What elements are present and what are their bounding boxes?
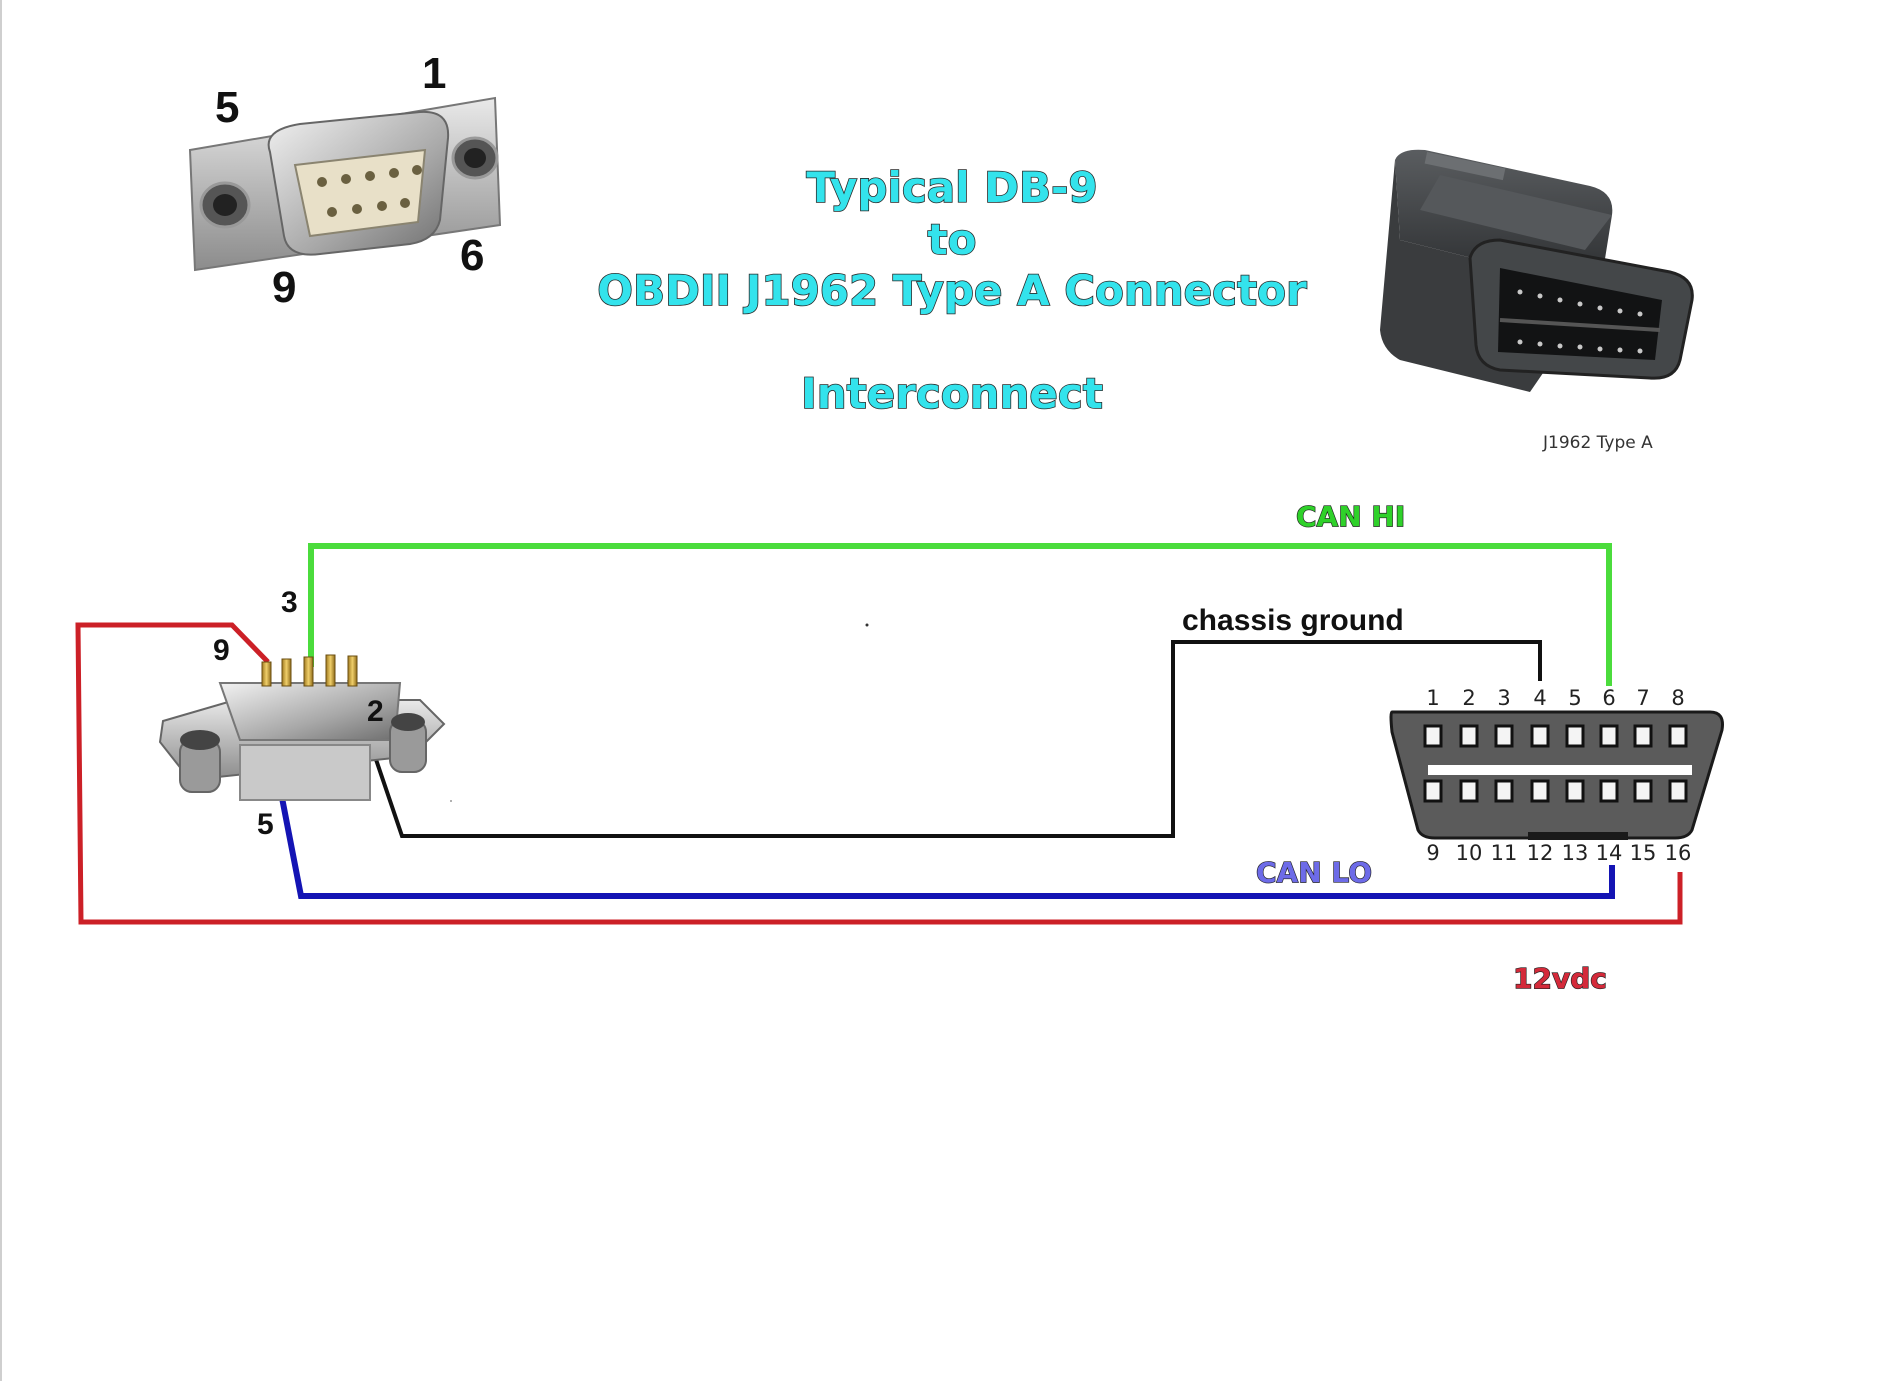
obd-bottom-pin-number: 15	[1630, 841, 1657, 865]
obd-bottom-pin-number: 11	[1491, 841, 1518, 865]
can-lo-label: CAN LO	[1256, 856, 1372, 889]
obd-pin-slot-15	[1633, 779, 1653, 803]
obd-pin-slot-6	[1599, 724, 1619, 748]
obd-bottom-pin-numbers: 9 10 11 12 13 14 15 16	[1426, 841, 1691, 865]
chassis-ground-label: chassis ground	[1182, 604, 1404, 637]
title-line-3: OBDII J1962 Type A Connector	[597, 266, 1307, 315]
obd-photo-caption: J1962 Type A	[1542, 433, 1653, 453]
obd-pin-slot-13	[1565, 779, 1585, 803]
db9-pin9-label: 9	[213, 634, 230, 667]
obd-pin-slot-1	[1423, 724, 1443, 748]
obd-pin-slot-4	[1530, 724, 1550, 748]
chassis-ground-wire	[347, 640, 1542, 838]
db9-photo-pin6-label: 6	[460, 231, 484, 280]
obd-bottom-pin-number: 13	[1562, 841, 1589, 865]
can-hi-label: CAN HI	[1296, 500, 1405, 533]
obd-top-pin-number: 6	[1602, 686, 1615, 710]
obd-connector-photo	[1380, 149, 1694, 392]
title-line-2: to	[928, 215, 977, 264]
obd-pin-slot-10	[1459, 779, 1479, 803]
db9-pin2-label: 2	[367, 695, 384, 728]
title-line-4: Interconnect	[801, 369, 1103, 418]
obd-pin-slot-8	[1668, 724, 1688, 748]
obd-pin-slot-5	[1565, 724, 1585, 748]
obd-top-pin-number: 8	[1671, 686, 1684, 710]
obd-pin-slot-3	[1494, 724, 1514, 748]
obd-top-pin-number: 2	[1462, 686, 1475, 710]
obd-pin-slot-2	[1459, 724, 1479, 748]
obd-bottom-pin-number: 16	[1665, 841, 1692, 865]
obd-pin-slot-9	[1423, 779, 1443, 803]
obd-bottom-pin-number: 12	[1527, 841, 1554, 865]
obd-pin-slot-11	[1494, 779, 1514, 803]
db9-photo-pin9-label: 9	[272, 263, 296, 312]
title-line-1: Typical DB-9	[806, 163, 1097, 212]
db9-connector-photo	[188, 96, 502, 272]
obd-pin-slot-16	[1668, 779, 1688, 803]
power-12vdc-wire	[75, 622, 1683, 925]
db9-photo-pin5-label: 5	[215, 83, 239, 132]
obd-pin-slot-7	[1633, 724, 1653, 748]
obd-top-pin-number: 1	[1426, 686, 1439, 710]
obd-pin-slots	[1423, 724, 1688, 803]
power-12vdc-label: 12vdc	[1513, 962, 1607, 995]
obd-pin-slot-14	[1599, 779, 1619, 803]
obd-top-pin-number: 7	[1636, 686, 1649, 710]
obd-top-pin-number: 4	[1533, 686, 1546, 710]
obd-top-pin-number: 3	[1497, 686, 1510, 710]
db9-connector-drawing	[158, 654, 446, 801]
db9-pin3-label: 3	[281, 586, 298, 619]
can-hi-wire	[308, 543, 1612, 686]
obd-pin-slot-12	[1530, 779, 1550, 803]
db9-photo-pin1-label: 1	[422, 49, 446, 98]
obd-bottom-pin-number: 10	[1456, 841, 1483, 865]
obd-top-pin-number: 5	[1568, 686, 1581, 710]
db9-pin5-label: 5	[257, 808, 274, 841]
obd-bottom-pin-number: 14	[1596, 841, 1623, 865]
obd-bottom-pin-number: 9	[1426, 841, 1439, 865]
